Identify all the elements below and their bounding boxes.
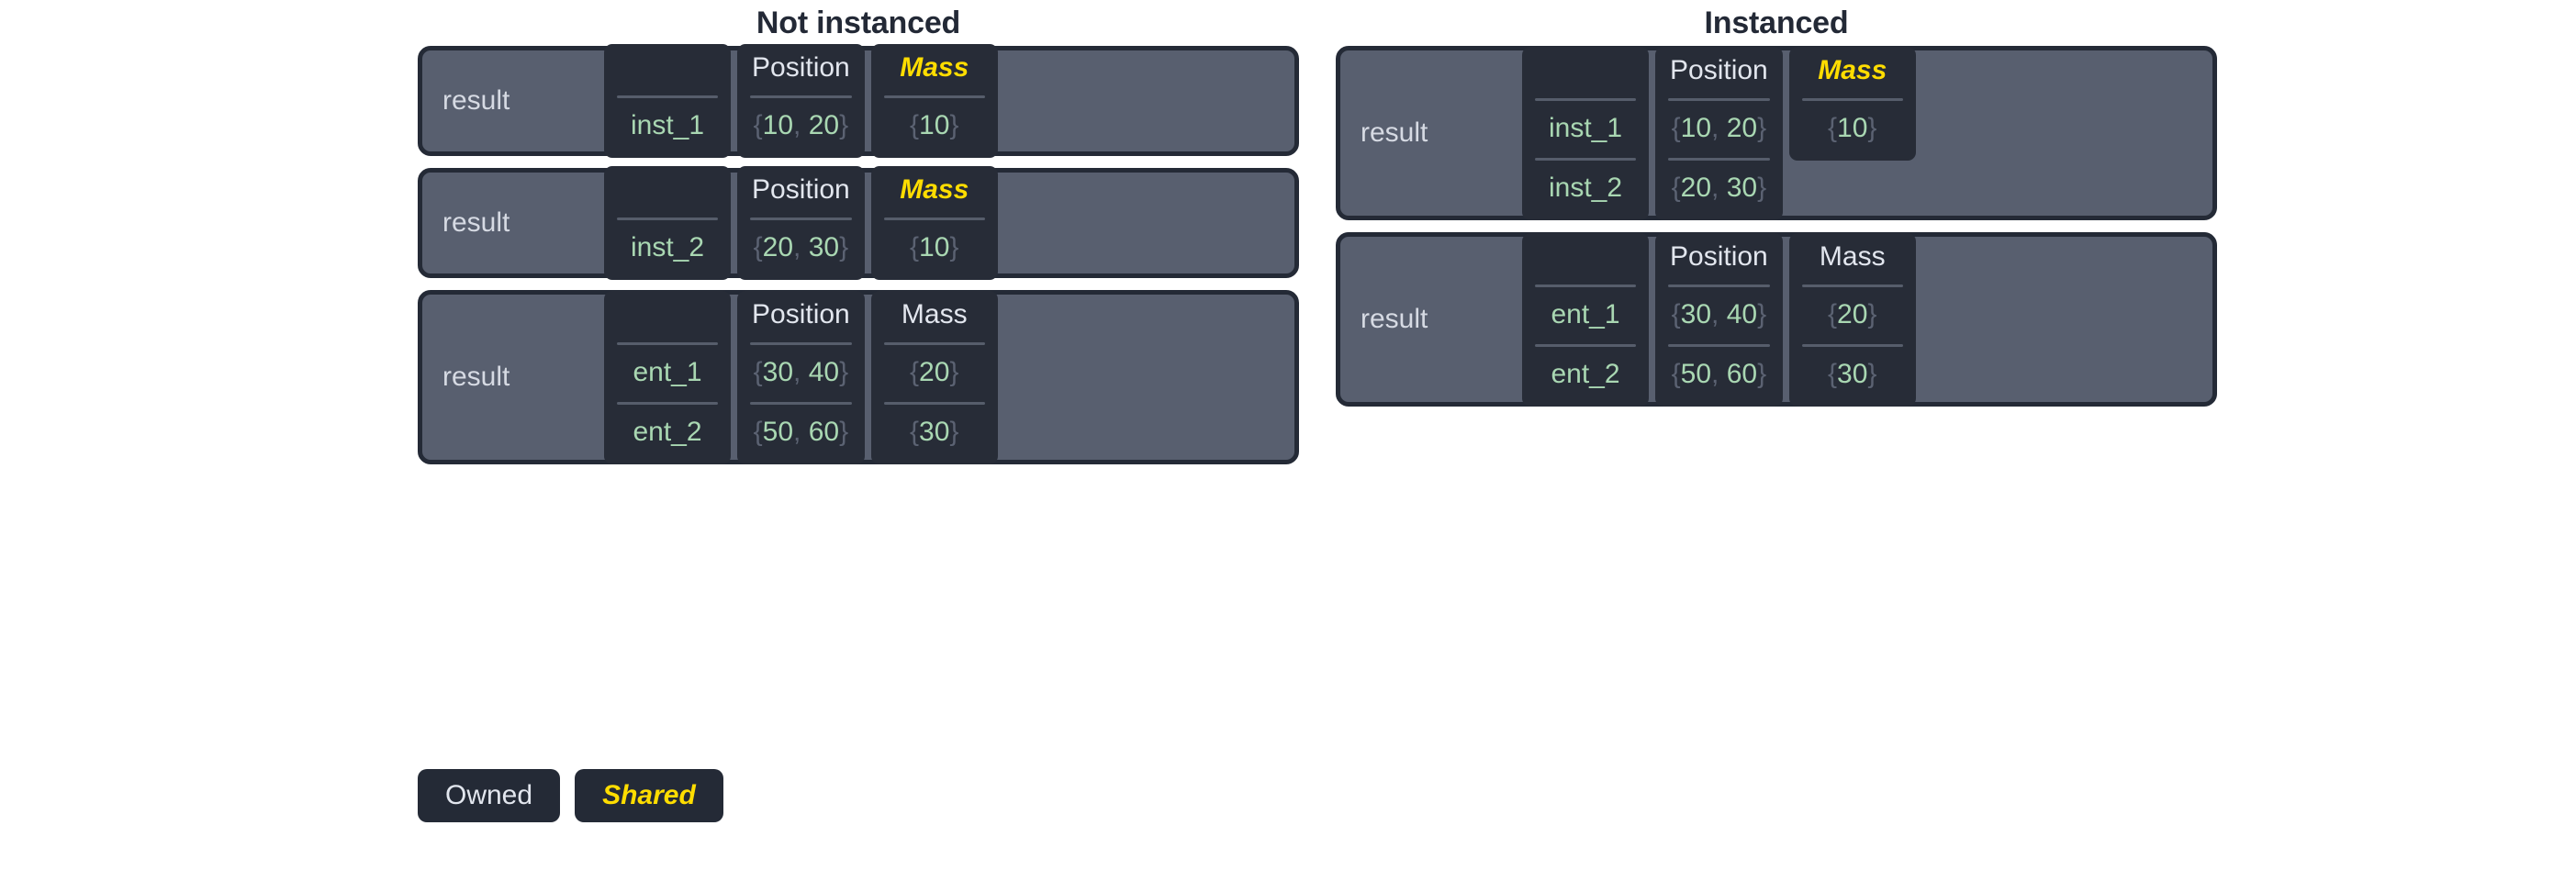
card-header bbox=[604, 50, 731, 90]
component-card-mass: Mass {10} bbox=[870, 44, 998, 158]
column-title-instanced: Instanced bbox=[1704, 6, 1849, 40]
card-cell: {10} bbox=[910, 232, 959, 262]
card-divider bbox=[1801, 97, 1903, 101]
card-divider bbox=[883, 95, 985, 98]
card-cell: ent_1 bbox=[1551, 298, 1620, 329]
component-card-mass: Mass {20} {30} bbox=[1788, 232, 1916, 407]
result-panel: result inst_2 Position {20, 30} Mass {10… bbox=[418, 166, 1299, 280]
column-title-not-instanced: Not instanced bbox=[756, 6, 961, 40]
entity-name-card: inst_1 bbox=[604, 44, 731, 158]
card-cell: {20} bbox=[1828, 298, 1877, 329]
card-cell: {10, 20} bbox=[753, 110, 849, 140]
card-divider bbox=[1801, 343, 1903, 347]
result-panel: result inst_1 inst_2 Position {10, 20} {… bbox=[1336, 46, 2217, 220]
card-header: Mass bbox=[1819, 240, 1886, 272]
panel-label: result bbox=[442, 362, 510, 392]
card-header bbox=[604, 296, 731, 337]
card-header: Mass bbox=[900, 52, 969, 83]
card-cell: inst_2 bbox=[1548, 172, 1623, 203]
component-card-position: Position {20, 30} bbox=[737, 166, 865, 280]
card-divider bbox=[617, 341, 718, 345]
panel-columns: inst_1 inst_2 Position {10, 20} {20, 30}… bbox=[1522, 39, 1924, 229]
card-header bbox=[1522, 52, 1649, 93]
card-divider bbox=[883, 218, 985, 220]
card-divider bbox=[1668, 157, 1770, 161]
card-cell: {50, 60} bbox=[1671, 358, 1767, 389]
card-header: Position bbox=[1670, 240, 1768, 272]
card-cell: {20, 30} bbox=[1671, 172, 1767, 203]
card-divider bbox=[617, 218, 718, 220]
card-divider bbox=[750, 401, 852, 405]
card-cell: {30, 40} bbox=[1671, 298, 1767, 329]
card-divider bbox=[883, 401, 985, 405]
card-cell: ent_2 bbox=[1551, 358, 1620, 389]
card-cell: inst_1 bbox=[1548, 112, 1623, 143]
card-cell: {30} bbox=[910, 416, 959, 447]
card-divider bbox=[1535, 97, 1636, 101]
component-card-position: Position {10, 20} {20, 30} bbox=[1655, 46, 1783, 220]
panel-label: result bbox=[442, 85, 510, 116]
card-cell: {10, 20} bbox=[1671, 112, 1767, 143]
column-not-instanced: Not instanced result inst_1 Position {10… bbox=[418, 0, 1299, 476]
result-panel: result ent_1 ent_2 Position {30, 40} {50… bbox=[1336, 232, 2217, 407]
card-divider bbox=[1535, 157, 1636, 161]
card-divider bbox=[1535, 284, 1636, 287]
card-cell: {10} bbox=[1828, 112, 1877, 143]
card-header: Position bbox=[752, 174, 850, 205]
card-cell: {30, 40} bbox=[753, 356, 849, 387]
card-header bbox=[604, 172, 731, 212]
card-header: Position bbox=[752, 298, 850, 329]
card-header bbox=[1522, 239, 1649, 279]
entity-name-card: ent_1 ent_2 bbox=[604, 290, 731, 464]
card-cell: inst_1 bbox=[630, 110, 705, 140]
card-divider bbox=[750, 218, 852, 220]
card-cell: ent_2 bbox=[633, 416, 702, 447]
panel-label: result bbox=[442, 207, 510, 238]
card-cell: inst_2 bbox=[630, 232, 705, 262]
card-cell: {20} bbox=[910, 356, 959, 387]
card-divider bbox=[750, 341, 852, 345]
panel-columns: ent_1 ent_2 Position {30, 40} {50, 60} M… bbox=[604, 283, 1006, 473]
card-divider bbox=[617, 95, 718, 98]
column-instanced: Instanced result inst_1 inst_2 Position … bbox=[1336, 0, 2217, 418]
panel-label: result bbox=[1361, 304, 1428, 334]
entity-name-card: inst_2 bbox=[604, 166, 731, 280]
card-divider bbox=[1668, 284, 1770, 287]
card-divider bbox=[1668, 343, 1770, 347]
component-card-position: Position {30, 40} {50, 60} bbox=[737, 290, 865, 464]
card-header: Position bbox=[1670, 54, 1768, 85]
result-panel: result ent_1 ent_2 Position {30, 40} {50… bbox=[418, 290, 1299, 464]
component-card-mass-shared: Mass {10} bbox=[1788, 46, 1916, 161]
component-card-position: Position {30, 40} {50, 60} bbox=[1655, 232, 1783, 407]
card-divider bbox=[1801, 284, 1903, 287]
entity-name-card: ent_1 ent_2 bbox=[1522, 232, 1649, 407]
component-card-position: Position {10, 20} bbox=[737, 44, 865, 158]
card-divider bbox=[1668, 97, 1770, 101]
card-cell: ent_1 bbox=[633, 356, 702, 387]
legend-chip-shared: Shared bbox=[575, 769, 723, 822]
panel-label: result bbox=[1361, 117, 1428, 148]
card-cell: {20, 30} bbox=[753, 232, 849, 262]
legend: Owned Shared bbox=[418, 769, 723, 822]
card-cell: {10} bbox=[910, 110, 959, 140]
card-header: Mass bbox=[1818, 54, 1887, 85]
card-divider bbox=[883, 341, 985, 345]
component-card-mass: Mass {10} bbox=[870, 166, 998, 280]
component-card-mass: Mass {20} {30} bbox=[870, 290, 998, 464]
result-panel: result inst_1 Position {10, 20} Mass {10… bbox=[418, 44, 1299, 158]
panel-columns: ent_1 ent_2 Position {30, 40} {50, 60} M… bbox=[1522, 225, 1924, 415]
card-cell: {30} bbox=[1828, 358, 1877, 389]
card-header: Position bbox=[752, 52, 850, 83]
entity-name-card: inst_1 inst_2 bbox=[1522, 46, 1649, 220]
panel-columns: inst_1 Position {10, 20} Mass {10} bbox=[604, 36, 1006, 166]
card-divider bbox=[750, 95, 852, 98]
panel-columns: inst_2 Position {20, 30} Mass {10} bbox=[604, 158, 1006, 288]
card-divider bbox=[617, 401, 718, 405]
card-header: Mass bbox=[901, 298, 968, 329]
legend-chip-owned: Owned bbox=[418, 769, 561, 822]
card-cell: {50, 60} bbox=[753, 416, 849, 447]
card-divider bbox=[1535, 343, 1636, 347]
card-header: Mass bbox=[900, 174, 969, 205]
